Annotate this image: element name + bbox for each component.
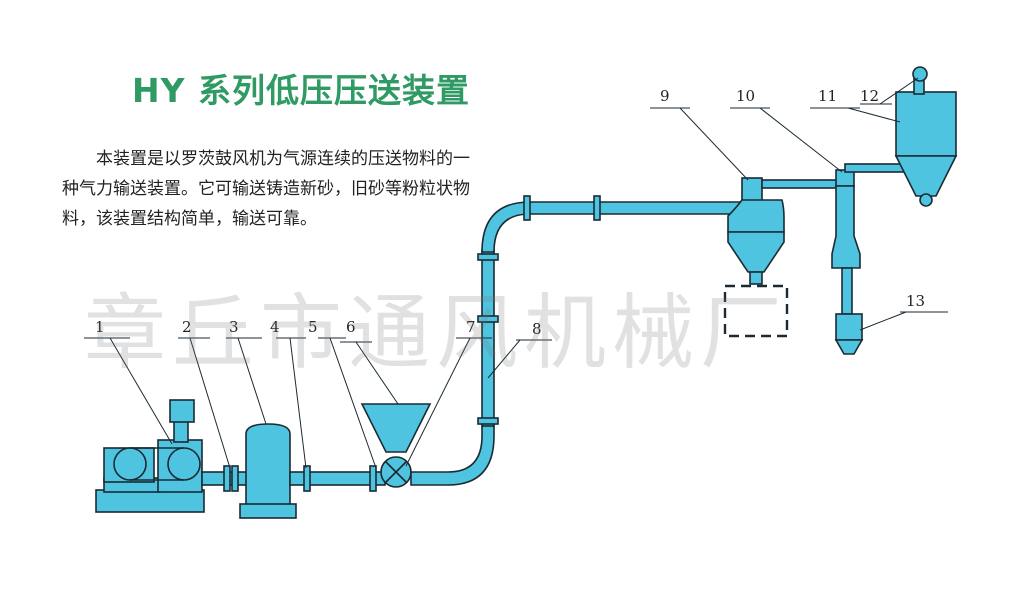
label-13: 13 [906,292,925,310]
pipe-flange-2b [231,465,239,492]
label-11: 11 [818,87,837,105]
description: 本装置是以罗茨鼓风机为气源连续的压送物料的一 种气力输送装置。它可输送铸造新砂，… [62,144,562,234]
blower-inlet-filter [169,399,195,423]
diagram-title: HY 系列低压压送装置 [132,71,471,110]
cyclone-discharge [749,271,763,285]
motor-pulley [113,447,147,481]
label-6: 6 [346,318,356,336]
storage-tank [245,423,291,515]
receiving-bin [723,284,789,338]
silo-outlet-valve [919,193,933,207]
label-4: 4 [270,318,280,336]
blower-inlet-pipe [173,419,189,443]
tank-base [239,503,297,519]
feed-hopper [360,403,432,453]
label-9: 9 [660,87,670,105]
watermark: 章丘市通风机械厂 [84,286,789,381]
pipe-flange-11 [593,195,601,221]
label-1: 1 [95,318,105,336]
label-7: 7 [466,318,476,336]
filter-body [831,185,861,269]
silo-cone [894,155,958,197]
pipe-flange-5 [369,465,377,492]
description-line-1: 本装置是以罗茨鼓风机为气源连续的压送物料的一 [96,149,470,169]
pipe-flange-7 [477,315,499,323]
conveying-pipe-top-bend [481,201,741,253]
pipe-flange-2 [223,465,231,492]
filter-leg [841,267,853,315]
description-line-3: 料，该装置结构简单，输送可靠。 [62,209,317,229]
dust-collector-cone [834,339,864,355]
label-5: 5 [308,318,318,336]
silo-body [895,91,957,157]
pipe-flange-9 [477,253,499,261]
part-number-labels: 1 2 3 4 5 6 7 8 9 10 11 12 13 [95,87,925,338]
pipe-flange-10 [523,195,531,221]
label-2: 2 [182,318,192,336]
description-line-2: 种气力输送装置。它可输送铸造新砂，旧砂等粉粒状物 [62,179,470,199]
leader-lines [84,77,948,469]
blower-pulley [167,447,201,481]
conveying-pipe-horizontal [410,424,495,486]
pipe-flange-4 [303,465,311,492]
label-10: 10 [736,87,755,105]
pipe-flange-8 [477,417,499,425]
air-pipe-1 [761,179,839,189]
cyclone-cone [727,231,785,273]
exhaust-fan [912,66,928,82]
label-3: 3 [229,318,239,336]
roots-blower [95,399,205,513]
dust-collector [835,313,863,341]
label-12: 12 [860,87,879,105]
label-8: 8 [532,320,542,338]
blower-base [95,489,205,513]
